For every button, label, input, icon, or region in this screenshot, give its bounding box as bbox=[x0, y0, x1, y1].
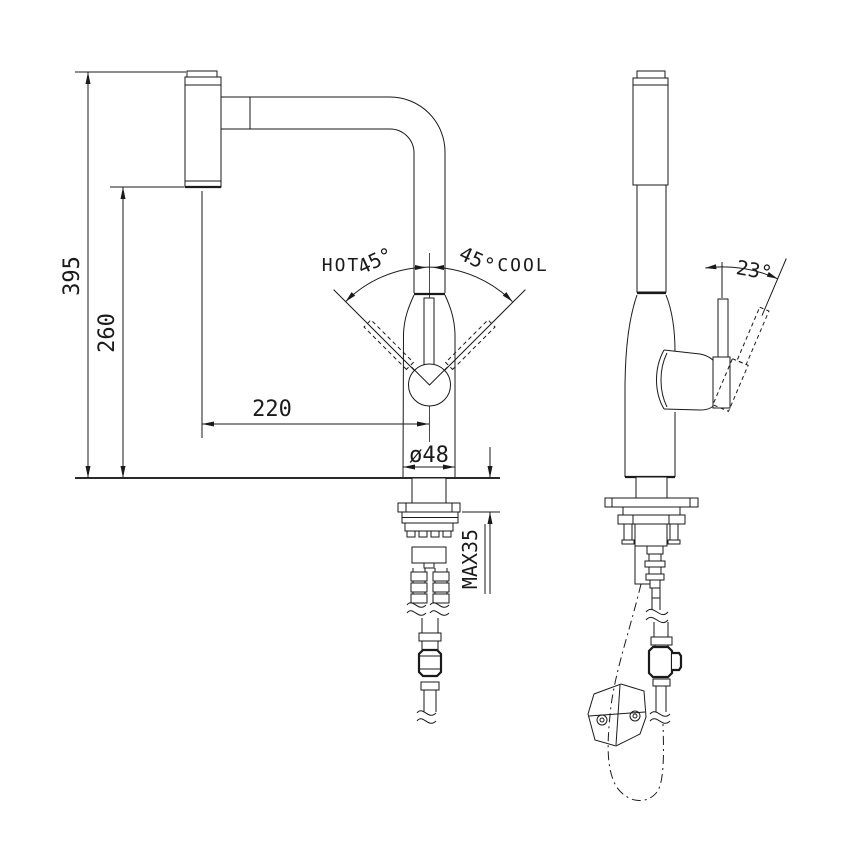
cool-angle-label: 45° bbox=[456, 241, 499, 278]
dim-220: 220 bbox=[201, 191, 429, 438]
hose-loop-and-weight bbox=[587, 583, 664, 801]
side-view: 23° bbox=[587, 70, 787, 801]
dim-diameter-48: ø48 bbox=[403, 443, 455, 470]
dashed-hose-path bbox=[607, 583, 664, 801]
dim-max35: MAX35 bbox=[458, 447, 500, 594]
handle-lever bbox=[423, 297, 435, 366]
handle-rotation-annotation: HOT 45° 45° COOL bbox=[322, 241, 548, 372]
dim-220-label: 220 bbox=[252, 397, 292, 422]
dim-diameter-label: ø48 bbox=[409, 443, 449, 468]
dim-23-label: 23° bbox=[734, 255, 774, 285]
front-view: HOT 45° 45° COOL bbox=[60, 70, 548, 724]
cool-label: COOL bbox=[497, 255, 548, 276]
cartridge-mark bbox=[411, 366, 448, 386]
spray-head-side bbox=[632, 70, 669, 295]
pullout-hose-front bbox=[416, 618, 443, 724]
mounting-hardware-side bbox=[604, 476, 699, 585]
spout bbox=[221, 96, 446, 296]
dim-395-label: 395 bbox=[60, 256, 85, 296]
handle-housing bbox=[656, 298, 770, 413]
dim-max35-label: MAX35 bbox=[458, 529, 482, 589]
spray-head bbox=[184, 70, 222, 189]
supply-hoses-front bbox=[406, 568, 450, 616]
dim-395: 395 bbox=[60, 71, 186, 478]
side-handle-lever bbox=[717, 298, 729, 358]
mounting-hardware-front bbox=[397, 477, 461, 569]
dim-260-label: 260 bbox=[95, 313, 120, 353]
handle-tilt-annotation: 23° bbox=[705, 255, 787, 316]
pullout-hose-side bbox=[644, 545, 683, 724]
hose-weight bbox=[587, 683, 647, 747]
dim-260: 260 bbox=[95, 186, 184, 478]
hot-label: HOT bbox=[322, 255, 361, 276]
